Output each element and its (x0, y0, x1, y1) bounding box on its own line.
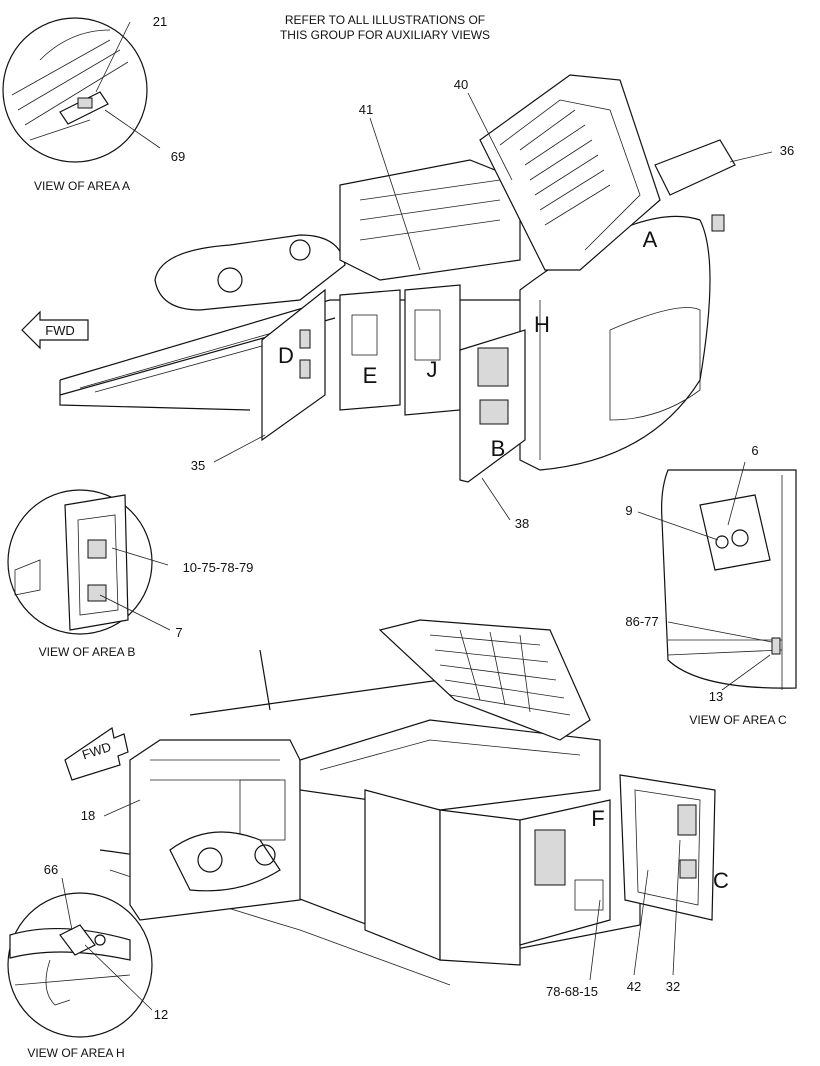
callout-86-77: 86-77 (625, 614, 658, 629)
view-area-b (7, 489, 171, 635)
view-area-a-caption: VIEW OF AREA A (34, 179, 130, 193)
fwd-label-top: FWD (45, 323, 75, 338)
header-note-line-2: THIS GROUP FOR AUXILIARY VIEWS (280, 28, 490, 42)
callout-42: 42 (627, 979, 641, 994)
callout-41: 41 (359, 102, 373, 117)
area-letter-h: H (534, 312, 550, 337)
area-letter-b: B (491, 436, 506, 461)
callout-32: 32 (666, 979, 680, 994)
view-area-h (7, 877, 153, 1038)
callout-7: 7 (175, 625, 182, 640)
area-letter-d: D (278, 343, 294, 368)
callout-18: 18 (81, 808, 95, 823)
callout-78-68-15: 78-68-15 (546, 984, 598, 999)
header-note-line-1: REFER TO ALL ILLUSTRATIONS OF (285, 13, 485, 27)
callout-40: 40 (454, 77, 468, 92)
callout-13: 13 (709, 689, 723, 704)
callout-35: 35 (191, 458, 205, 473)
callout-6: 6 (751, 443, 758, 458)
callout-10-75-78-79: 10-75-78-79 (183, 560, 254, 575)
callout-38: 38 (515, 516, 529, 531)
area-letter-j: J (427, 357, 438, 382)
view-area-a (2, 17, 161, 163)
callout-69: 69 (171, 149, 185, 164)
bottom-assembly (99, 619, 716, 986)
callout-12: 12 (154, 1007, 168, 1022)
top-assembly (59, 74, 773, 521)
callout-66: 66 (44, 862, 58, 877)
area-letter-f: F (591, 806, 604, 831)
area-letter-c: C (713, 868, 729, 893)
view-area-c (637, 461, 797, 691)
callout-21: 21 (153, 14, 167, 29)
fwd-arrow-bottom: FWD (64, 726, 129, 781)
view-area-c-caption: VIEW OF AREA C (689, 713, 787, 727)
view-area-h-caption: VIEW OF AREA H (27, 1046, 124, 1060)
fwd-arrow-top: FWD (21, 310, 89, 350)
view-area-b-caption: VIEW OF AREA B (39, 645, 136, 659)
callout-9: 9 (625, 503, 632, 518)
callout-36: 36 (780, 143, 794, 158)
area-letter-e: E (363, 363, 378, 388)
area-letter-a: A (643, 227, 658, 252)
